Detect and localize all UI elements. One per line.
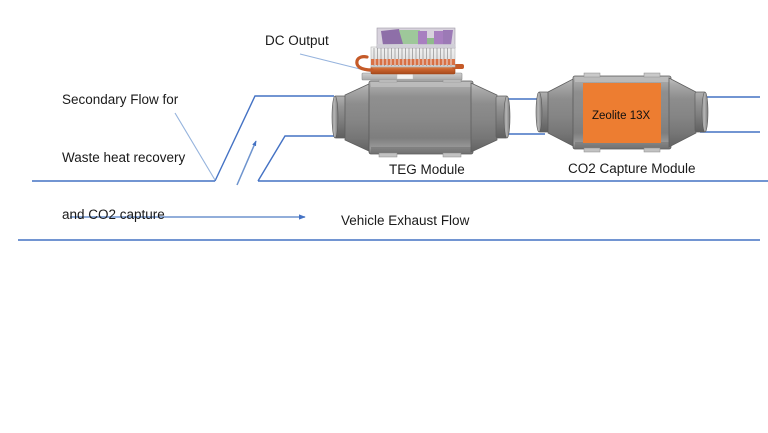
co2-tab-bottom-right: [643, 147, 661, 153]
teg-cad-shape-purple-3: [443, 30, 453, 45]
teg-module-graphic: [331, 77, 511, 158]
teg-body-highlight: [371, 82, 471, 87]
teg-body: [368, 80, 474, 155]
vehicle-exhaust-flow-label: Vehicle Exhaust Flow: [341, 213, 470, 228]
teg-copper-loop: [355, 55, 374, 72]
teg-body-shade: [371, 147, 471, 153]
co2-capture-module-label: CO2 Capture Module: [568, 161, 696, 176]
secondary-flow-label-line2: Waste heat recovery: [62, 149, 186, 165]
teg-inlet-cone: [344, 82, 372, 153]
co2-outlet-rim: [701, 91, 709, 133]
co2-outlet-cone: [668, 77, 697, 148]
teg-cad-shape-green-1: [399, 30, 420, 44]
teg-tab-bottom-left: [378, 152, 398, 158]
secondary-flow-label-line3: and CO2 capture: [62, 207, 165, 223]
secondary-pipe-lower: [257, 135, 334, 182]
co2-inlet-rim: [535, 91, 543, 133]
co2-tab-bottom-left: [583, 147, 601, 153]
secondary-flow-label: Secondary Flow for Waste heat recovery a…: [62, 52, 185, 263]
dc-output-label: DC Output: [265, 33, 329, 48]
co2-tab-top-left: [583, 72, 601, 78]
co2-inlet-cone: [547, 77, 576, 148]
co2-zeolite-block: [583, 83, 661, 143]
teg-module-cad-block: [376, 27, 456, 49]
teg-thermoelectric-assembly: [355, 27, 464, 81]
exhaust-duct-lines: [18, 180, 768, 241]
teg-outlet-cone: [470, 82, 498, 153]
teg-module-label: TEG Module: [389, 162, 465, 177]
secondary-flow-leader-line: [174, 112, 216, 181]
outlet-pipe-right: [700, 96, 760, 133]
co2-module-graphic: [535, 72, 709, 153]
secondary-flow-pipes: [214, 95, 334, 186]
teg-tab-bottom-right: [442, 152, 462, 158]
teg-cad-block-foot: [377, 44, 455, 48]
secondary-flow-direction-arrow: [236, 140, 257, 186]
teg-inlet-rim: [331, 95, 339, 139]
secondary-flow-leader: [174, 112, 216, 181]
co2-body-highlight: [575, 77, 669, 82]
teg-base-plate-pad: [396, 73, 414, 80]
co2-body-shade: [575, 142, 669, 148]
zeolite-label: Zeolite 13X: [592, 110, 651, 122]
teg-outlet-rim: [503, 95, 511, 139]
co2-tab-top-right: [643, 72, 661, 78]
teg-tube-row: [371, 59, 455, 65]
teg-cad-shape-purple-1: [381, 29, 404, 45]
teg-cad-shape-green-2: [427, 38, 434, 45]
secondary-pipe-upper: [214, 95, 334, 182]
secondary-flow-label-line1: Secondary Flow for: [62, 92, 179, 108]
